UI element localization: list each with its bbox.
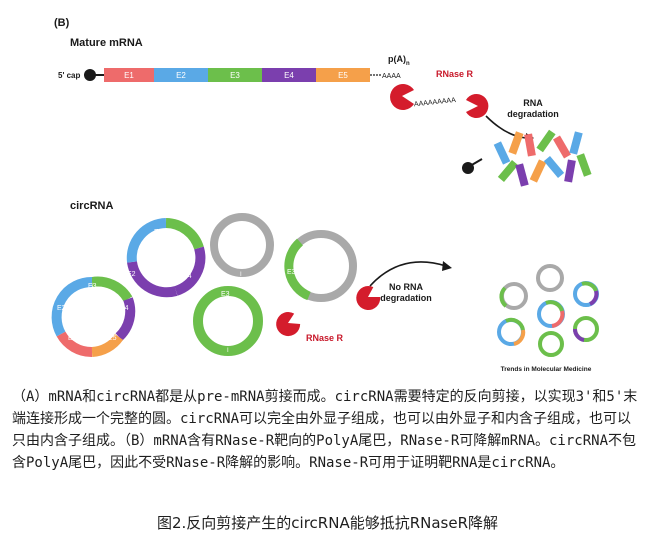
degradation-arrow xyxy=(485,115,527,139)
cap-ball xyxy=(84,69,96,81)
no-degradation-line2: degradation xyxy=(380,293,432,303)
circ-a-label-e4: E4 xyxy=(183,273,192,280)
circ-d-label-e5: E5 xyxy=(108,335,117,342)
polya-label: p(A)n xyxy=(388,54,410,67)
exon-label-e2: E2 xyxy=(176,71,186,80)
circrna-cluster xyxy=(497,264,599,357)
figure-panel: (B) Mature mRNA 5' cap E1 E2 E3 E4 E5 AA… xyxy=(6,4,649,376)
circ-e-intron-mark: I xyxy=(227,348,229,354)
mature-mrna-title: Mature mRNA xyxy=(70,37,143,49)
polya-chain: AAAAAAAAA xyxy=(414,97,457,108)
exon-e2 xyxy=(154,68,208,82)
circ-c-label-e3: E3 xyxy=(287,269,296,276)
rnase-pacman-top xyxy=(390,84,414,110)
figure-caption-title: 图2.反向剪接产生的circRNA能够抵抗RNaseR降解 xyxy=(156,514,499,532)
circrna-intron-only: I xyxy=(210,213,274,278)
rnase-pacman-right xyxy=(356,286,381,311)
exon-label-e3: E3 xyxy=(230,71,240,80)
rna-degradation-line2: degradation xyxy=(507,109,559,119)
circrna-exon-intron: E3 xyxy=(284,230,357,302)
circ-e-label-e3: E3 xyxy=(221,291,230,298)
circrna-e2-e3-e4: E3 E2 E4 xyxy=(126,218,206,298)
circ-d-label-e2: E2 xyxy=(57,305,66,312)
degraded-fragments xyxy=(493,129,592,187)
cap-label: 5' cap xyxy=(58,71,80,80)
no-degradation-arrow xyxy=(369,261,447,287)
exon-e5 xyxy=(316,68,370,82)
rna-degradation-line1: RNA xyxy=(523,98,543,108)
exon-e1 xyxy=(104,68,154,82)
rnase-pacman-bottom xyxy=(276,312,301,337)
detached-cap-ball xyxy=(462,162,474,174)
circ-d-label-e1: E1 xyxy=(68,335,77,342)
circrna-e3-only: E3 I xyxy=(193,286,263,356)
no-degradation-line1: No RNA xyxy=(389,282,423,292)
circ-a-label-e2: E2 xyxy=(127,271,136,278)
rnase-label-top: RNase R xyxy=(436,69,474,79)
circ-d-label-e4: E4 xyxy=(120,305,129,312)
no-degradation-arrowhead xyxy=(442,261,452,271)
circ-a-label-e3: E3 xyxy=(154,229,163,236)
polya-tail-text: AAAA xyxy=(382,73,401,80)
exon-label-e5: E5 xyxy=(338,71,348,80)
circrna-title: circRNA xyxy=(70,200,113,212)
exon-label-e1: E1 xyxy=(124,71,134,80)
circ-d-label-e3: E3 xyxy=(88,283,97,290)
exon-e3 xyxy=(208,68,262,82)
circrna-e1-to-e5: E3 E2 E4 E1 E5 xyxy=(51,276,136,358)
mature-mrna-exons: E1 E2 E3 E4 E5 xyxy=(104,68,370,82)
circ-b-intron-mark: I xyxy=(240,272,242,278)
rnase-label-bottom: RNase R xyxy=(306,333,344,343)
exon-e4 xyxy=(262,68,316,82)
rnase-pacman-mid xyxy=(466,94,489,118)
journal-credit: Trends in Molecular Medicine xyxy=(501,366,592,373)
figure-caption-body: （A）mRNA和circRNA都是从pre-mRNA剪接而成。circRNA需要… xyxy=(12,389,638,471)
exon-label-e4: E4 xyxy=(284,71,294,80)
panel-label: (B) xyxy=(54,17,70,29)
